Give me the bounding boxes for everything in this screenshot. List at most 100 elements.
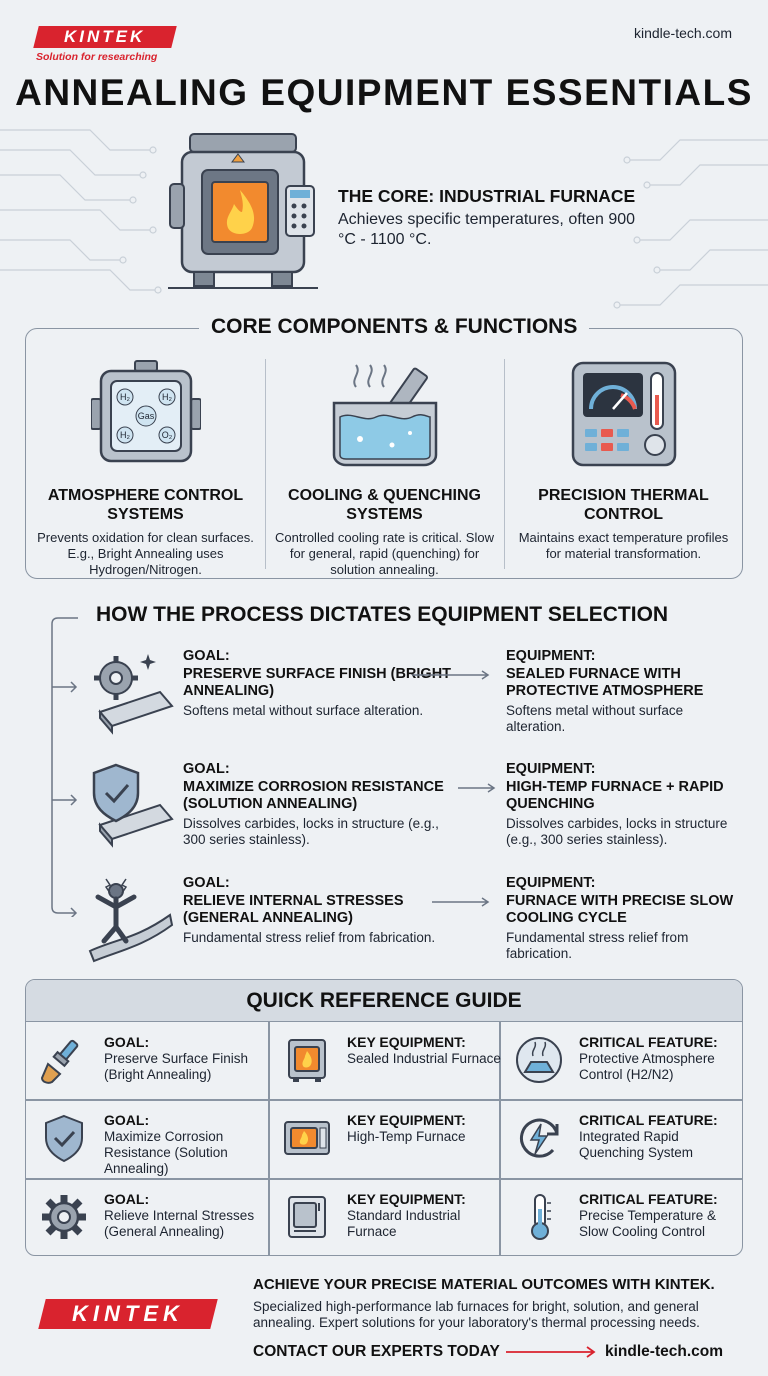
process-row-solution: GOAL: MAXIMIZE CORROSION RESISTANCE (SOL… xyxy=(0,761,768,871)
grid-divider xyxy=(499,1022,501,1255)
atmosphere-chamber-icon: H₂ H₂ Gas H₂ O₂ xyxy=(89,360,202,463)
circuit-lines-decoration xyxy=(0,129,768,309)
grid-divider xyxy=(26,1178,742,1180)
logo-text: KINTEK xyxy=(72,1301,184,1326)
qr-text: Precise Temperature & Slow Cooling Contr… xyxy=(579,1208,717,1239)
equipment-label: EQUIPMENT: xyxy=(506,875,596,891)
qr-text: Maximize Corrosion Resistance (Solution … xyxy=(104,1129,228,1176)
arrow-right-icon xyxy=(412,670,490,680)
qr-label: GOAL: xyxy=(104,1034,150,1050)
qr-cell-equipment: KEY EQUIPMENT: Sealed Industrial Furnace xyxy=(269,1022,508,1100)
qr-cell-equipment: KEY EQUIPMENT: High-Temp Furnace xyxy=(269,1100,508,1178)
qr-text: Integrated Rapid Quenching System xyxy=(579,1129,694,1160)
brand-tagline: Solution for researching xyxy=(36,51,158,63)
equipment-label: EQUIPMENT: xyxy=(506,648,596,664)
grid-divider xyxy=(26,1099,742,1101)
svg-text:H₂: H₂ xyxy=(162,392,172,402)
component-title: COOLING & QUENCHING SYSTEMS xyxy=(288,487,481,523)
qr-cell-goal: GOAL: Preserve Surface Finish (Bright An… xyxy=(26,1022,265,1100)
qr-cell-equipment: KEY EQUIPMENT: Standard Industrial Furna… xyxy=(269,1179,508,1255)
svg-text:H₂: H₂ xyxy=(120,392,130,402)
component-cooling: COOLING & QUENCHING SYSTEMS Controlled c… xyxy=(265,359,504,578)
goal-description: Softens metal without surface alteration… xyxy=(183,703,424,718)
arrow-right-icon xyxy=(506,1346,596,1358)
quench-tank-icon xyxy=(332,364,437,467)
page-title: ANNEALING EQUIPMENT ESSENTIALS xyxy=(15,72,753,113)
hero-heading: THE CORE: INDUSTRIAL FURNACE xyxy=(338,186,636,206)
qr-cell-feature: CRITICAL FEATURE: Integrated Rapid Quenc… xyxy=(501,1100,740,1178)
process-heading: HOW THE PROCESS DICTATES EQUIPMENT SELEC… xyxy=(96,603,669,626)
equipment-description: Fundamental stress relief from fabricati… xyxy=(506,930,689,961)
furnace-icon xyxy=(168,133,318,289)
equipment-text: FURNACE WITH PRECISE SLOW COOLING CYCLE xyxy=(506,893,734,926)
furnace-icon xyxy=(288,1039,326,1082)
process-bracket-lines xyxy=(51,617,78,917)
rapid-quench-icon xyxy=(520,1118,559,1158)
goal-label: GOAL: xyxy=(183,761,230,777)
process-row-general: GOAL: RELIEVE INTERNAL STRESSES (GENERAL… xyxy=(0,875,768,985)
shield-plate-icon xyxy=(92,763,174,848)
logo-text: KINTEK xyxy=(64,27,146,46)
process-row-bright: GOAL: PRESERVE SURFACE FINISH (BRIGHT AN… xyxy=(0,648,768,758)
qr-label: CRITICAL FEATURE: xyxy=(579,1191,718,1207)
footer-website-link[interactable]: kindle-tech.com xyxy=(605,1343,723,1360)
atmosphere-control-icon xyxy=(516,1037,562,1083)
gear-icon xyxy=(42,1195,86,1239)
footer-brand-logo[interactable]: KINTEK xyxy=(38,1299,218,1329)
component-atmosphere: H₂ H₂ Gas H₂ O₂ ATMOSPHERE CONTROL SYSTE… xyxy=(26,359,265,578)
svg-text:Gas: Gas xyxy=(137,411,154,421)
equipment-text: SEALED FURNACE WITH PROTECTIVE ATMOSPHER… xyxy=(506,666,704,699)
qr-label: GOAL: xyxy=(104,1112,150,1128)
equipment-text: HIGH-TEMP FURNACE + RAPID QUENCHING xyxy=(506,779,724,812)
qr-label: GOAL: xyxy=(104,1191,150,1207)
component-description: Controlled cooling rate is critical. Slo… xyxy=(275,530,494,577)
component-description: Prevents oxidation for clean surfaces. E… xyxy=(37,530,254,577)
svg-text:H₂: H₂ xyxy=(120,430,130,440)
contact-experts-link[interactable]: CONTACT OUR EXPERTS TODAY xyxy=(253,1343,500,1360)
furnace-icon xyxy=(284,1121,330,1155)
quick-reference-heading: QUICK REFERENCE GUIDE xyxy=(26,980,742,1022)
hero-description: Achieves specific temperatures, often 90… xyxy=(338,211,636,248)
qr-text: Protective Atmosphere Control (H2/N2) xyxy=(579,1051,715,1082)
equipment-description: Softens metal without surface alteration… xyxy=(506,703,684,734)
thermometer-icon xyxy=(531,1194,551,1240)
qr-label: KEY EQUIPMENT: xyxy=(347,1191,466,1207)
paintbrush-icon xyxy=(40,1039,79,1084)
core-components-section: CORE COMPONENTS & FUNCTIONS H₂ H₂ Gas H₂… xyxy=(25,315,743,579)
qr-label: KEY EQUIPMENT: xyxy=(347,1034,466,1050)
gear-plate-icon xyxy=(94,654,174,735)
column-divider xyxy=(265,359,266,569)
grid-divider xyxy=(268,1022,270,1255)
shield-check-icon xyxy=(45,1114,83,1163)
qr-label: KEY EQUIPMENT: xyxy=(347,1112,466,1128)
component-description: Maintains exact temperature profiles for… xyxy=(518,530,729,561)
equipment-label: EQUIPMENT: xyxy=(506,761,596,777)
quick-reference-table: QUICK REFERENCE GUIDE GOAL: Preserve Sur… xyxy=(25,979,743,1256)
footer-description: Specialized high-performance lab furnace… xyxy=(253,1299,700,1330)
qr-label: CRITICAL FEATURE: xyxy=(579,1112,718,1128)
qr-text: Sealed Industrial Furnace xyxy=(347,1051,501,1066)
qr-cell-goal: GOAL: Relieve Internal Stresses (General… xyxy=(26,1179,265,1255)
qr-text: Preserve Surface Finish (Bright Annealin… xyxy=(104,1051,249,1082)
goal-label: GOAL: xyxy=(183,875,230,891)
footer-heading: ACHIEVE YOUR PRECISE MATERIAL OUTCOMES W… xyxy=(253,1276,715,1293)
qr-text: Standard Industrial Furnace xyxy=(347,1208,461,1239)
qr-text: High-Temp Furnace xyxy=(347,1129,466,1144)
component-thermal: PRECISION THERMAL CONTROL Maintains exac… xyxy=(504,359,743,562)
goal-text: RELIEVE INTERNAL STRESSES (GENERAL ANNEA… xyxy=(183,893,404,926)
goal-text: PRESERVE SURFACE FINISH (BRIGHT ANNEALIN… xyxy=(183,666,452,699)
qr-label: CRITICAL FEATURE: xyxy=(579,1034,718,1050)
website-link[interactable]: kindle-tech.com xyxy=(633,25,732,41)
goal-description: Fundamental stress relief from fabricati… xyxy=(183,930,436,945)
component-title: PRECISION THERMAL CONTROL xyxy=(538,487,709,523)
quick-reference-grid: GOAL: Preserve Surface Finish (Bright An… xyxy=(26,1022,742,1255)
goal-label: GOAL: xyxy=(183,648,230,664)
furnace-icon xyxy=(288,1196,326,1238)
stress-relief-icon xyxy=(88,878,174,963)
qr-cell-feature: CRITICAL FEATURE: Protective Atmosphere … xyxy=(501,1022,740,1100)
component-title: ATMOSPHERE CONTROL SYSTEMS xyxy=(47,487,244,523)
qr-text: Relieve Internal Stresses (General Annea… xyxy=(104,1208,255,1239)
arrow-right-icon xyxy=(432,897,490,907)
brand-logo[interactable]: KINTEK xyxy=(33,26,177,48)
